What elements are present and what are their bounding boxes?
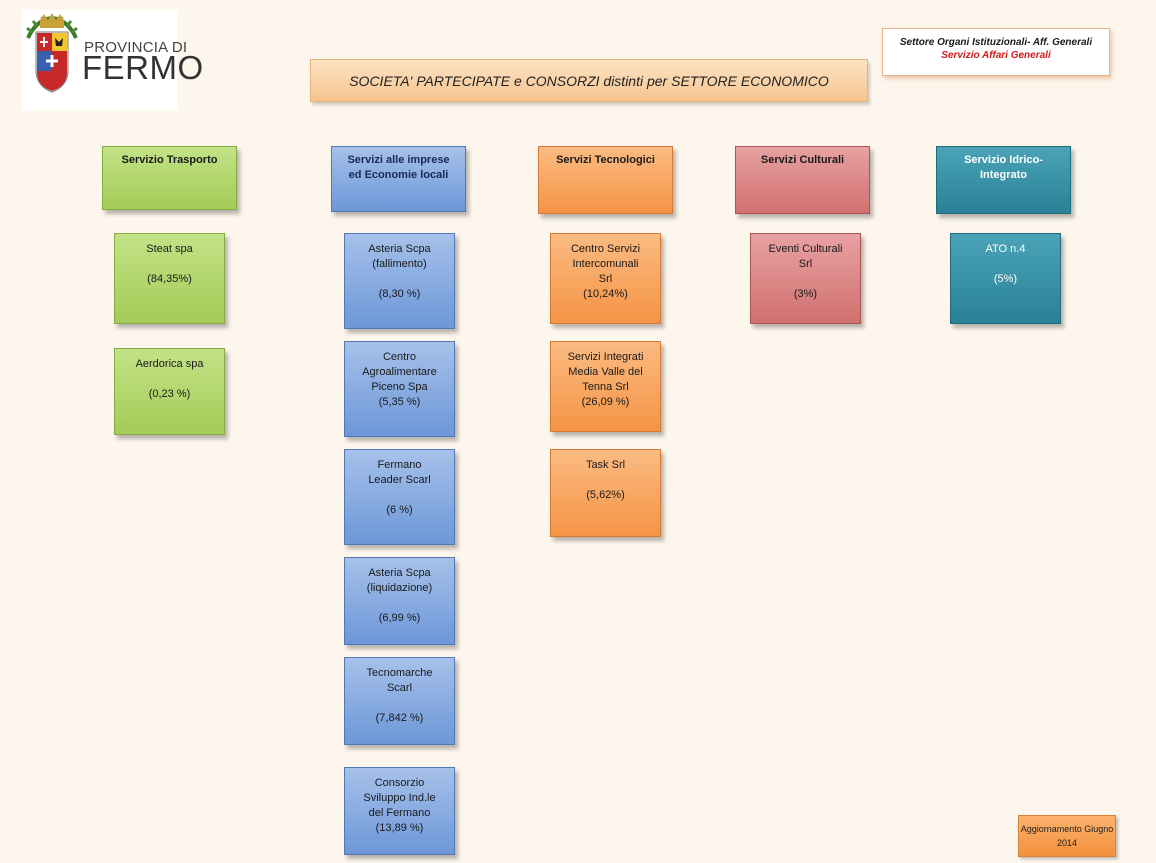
company-name-line: Intercomunali (572, 258, 639, 270)
company-box: Aerdorica spa (0,23 %) (114, 348, 225, 435)
company-share: (6,99 %) (378, 612, 421, 624)
company-name-line: Servizi Integrati (567, 351, 644, 363)
company-name-line: Scarl (386, 682, 413, 694)
department-sector: Settore Organi Istituzionali- Aff. Gener… (899, 37, 1093, 48)
company-name-line: (fallimento) (372, 258, 427, 270)
logo-text-line1: PROVINCIA DI (84, 39, 188, 56)
update-label: Aggiornamento Giugno (1020, 824, 1114, 834)
coat-of-arms-icon (26, 13, 78, 93)
company-box: Task Srl (5,62%) (550, 449, 661, 537)
sector-header: Servizio Idrico- Integrato (936, 146, 1071, 214)
company-name-line: Fermano (377, 459, 422, 471)
company-name-line: Tecnomarche (366, 667, 433, 679)
chart-title: SOCIETA' PARTECIPATE e CONSORZI distinti… (310, 59, 868, 102)
sector-header: Servizi alle imprese ed Economie locali (331, 146, 466, 212)
company-name-line: Media Valle del (568, 366, 643, 378)
company-name-line: Asteria Scpa (368, 243, 431, 255)
company-name-line: del Fermano (368, 807, 431, 819)
company-share: (8,30 %) (378, 288, 421, 300)
company-name-line: Centro Servizi (570, 243, 641, 255)
company-share: (5,35 %) (378, 396, 421, 408)
company-share: (3%) (793, 288, 818, 300)
company-share: (10,24%) (583, 288, 628, 300)
update-note: Aggiornamento Giugno 2014 (1018, 815, 1116, 857)
company-name-line: Task Srl (585, 459, 626, 471)
update-year: 2014 (1056, 838, 1078, 848)
department-box: Settore Organi Istituzionali- Aff. Gener… (882, 28, 1110, 76)
company-name-line: Asteria Scpa (368, 567, 431, 579)
company-name-line: Sviluppo Ind.le (363, 792, 436, 804)
sector-header-line: Servizi alle imprese (347, 154, 450, 166)
sector-header: Servizi Tecnologici (538, 146, 673, 214)
company-name-line: Eventi Culturali (768, 243, 843, 255)
sector-header-line: Integrato (979, 169, 1028, 181)
company-name-line: Srl (798, 258, 813, 270)
company-share: (7,842 %) (375, 712, 424, 724)
company-share: (5%) (993, 273, 1018, 285)
company-share: (5,62%) (586, 489, 625, 501)
sector-header: Servizio Trasporto (102, 146, 237, 210)
company-name-line: Tenna Srl (582, 381, 629, 393)
company-name-line: Consorzio (374, 777, 425, 789)
company-name-line: (liquidazione) (366, 582, 433, 594)
sector-header-line: Servizi Tecnologici (556, 154, 655, 166)
company-name-line: Aerdorica spa (135, 358, 204, 370)
sector-header-line: Servizio Idrico- (964, 154, 1043, 166)
company-name-line: Agroalimentare (362, 366, 437, 378)
company-share: (13,89 %) (375, 822, 424, 834)
company-name-line: ATO n.4 (985, 243, 1026, 255)
company-name-line: Leader Scarl (368, 474, 431, 486)
department-service: Servizio Affari Generali (941, 50, 1051, 61)
company-name-line: Centro (382, 351, 417, 363)
company-name-line: Srl (598, 273, 613, 285)
company-box: Asteria Scpa (liquidazione) (6,99 %) (344, 557, 455, 645)
sector-header: Servizi Culturali (735, 146, 870, 214)
company-share: (84,35%) (147, 273, 192, 285)
company-box: Asteria Scpa (fallimento) (8,30 %) (344, 233, 455, 329)
company-box: ATO n.4 (5%) (950, 233, 1061, 324)
company-share: (6 %) (386, 504, 413, 516)
company-share: (26,09 %) (581, 396, 630, 408)
sector-header-line: Servizi Culturali (760, 154, 845, 166)
logo-text-line2: FERMO (82, 49, 204, 86)
company-share: (0,23 %) (148, 388, 191, 400)
sector-header-line: Servizio Trasporto (121, 154, 218, 166)
company-name-line: Steat spa (146, 243, 193, 255)
company-box: Steat spa (84,35%) (114, 233, 225, 324)
provincia-di-fermo-logo: PROVINCIA DI FERMO (22, 10, 203, 110)
company-name-line: Piceno Spa (371, 381, 428, 393)
sector-header-line: ed Economie locali (348, 169, 449, 181)
